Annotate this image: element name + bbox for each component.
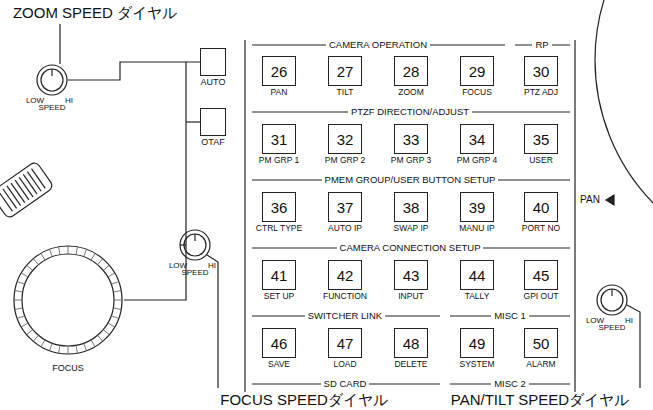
button-number: 47: [337, 336, 354, 351]
numbered-button: 36CTRL TYPE: [262, 192, 296, 222]
button-label: SYSTEM: [460, 360, 495, 369]
button-label: ZOOM: [398, 88, 424, 97]
numbered-button: 29FOCUS: [460, 56, 494, 86]
numbered-button: 45GPI OUT: [524, 260, 558, 290]
dial-label: PAN: [580, 195, 600, 205]
numbered-button: 49SYSTEM: [460, 328, 494, 358]
numbered-button: 43INPUT: [394, 260, 428, 290]
button-number: 33: [403, 132, 420, 147]
numbered-button: 44TALLY: [460, 260, 494, 290]
button-label: GPI OUT: [524, 292, 559, 301]
button-number: 32: [337, 132, 354, 147]
button-number: 44: [469, 268, 486, 283]
button-number: 26: [271, 64, 288, 79]
button-label: OTAF: [201, 138, 224, 147]
button-number: 48: [403, 336, 420, 351]
button-number: 50: [533, 336, 550, 351]
wheel-label: FOCUS: [52, 364, 84, 373]
knob-label: SPEED: [181, 269, 208, 277]
knob-scale: HI: [625, 317, 633, 325]
button-label: MANU IP: [459, 224, 494, 233]
button-label: PM GRP 1: [259, 156, 299, 165]
knob-label: SPEED: [38, 104, 65, 112]
button-number: 35: [533, 132, 550, 147]
button-label: TALLY: [465, 292, 490, 301]
numbered-button: 30PTZ ADJ: [524, 56, 558, 86]
button-number: 39: [469, 200, 486, 215]
focus-button: OTAF: [200, 108, 226, 136]
group-label: CAMERA CONNECTION SETUP: [337, 243, 484, 253]
numbered-button: 34PM GRP 4: [460, 124, 494, 154]
numbered-button: 38SWAP IP: [394, 192, 428, 222]
button-number: 28: [403, 64, 420, 79]
button-label: PM GRP 3: [391, 156, 431, 165]
callout-text: FOCUS SPEEDダイヤル: [220, 392, 388, 407]
numbered-button: 32PM GRP 2: [328, 124, 362, 154]
callout-text: PAN/TILT SPEEDダイヤル: [451, 392, 629, 407]
group-label: PMEM GROUP/USER BUTTON SETUP: [322, 175, 499, 185]
button-number: 49: [469, 336, 486, 351]
button-number: 46: [271, 336, 288, 351]
button-label: PTZ ADJ: [524, 88, 558, 97]
button-number: 37: [337, 200, 354, 215]
numbered-button: 26PAN: [262, 56, 296, 86]
button-number: 41: [271, 268, 288, 283]
button-label: SWAP IP: [394, 224, 429, 233]
button-number: 34: [469, 132, 486, 147]
button-number: 31: [271, 132, 288, 147]
button-label: CTRL TYPE: [256, 224, 302, 233]
button-number: 45: [533, 268, 550, 283]
button-label: AUTO IP: [328, 224, 362, 233]
numbered-button: 27TILT: [328, 56, 362, 86]
group-label: MISC 1: [491, 311, 529, 321]
numbered-button: 48DELETE: [394, 328, 428, 358]
knob-scale: HI: [65, 97, 73, 105]
button-label: INPUT: [398, 292, 424, 301]
numbered-button: 41SET UP: [262, 260, 296, 290]
button-number: 27: [337, 64, 354, 79]
numbered-button: 35USER: [524, 124, 558, 154]
button-label: DELETE: [394, 360, 427, 369]
button-label: PM GRP 2: [325, 156, 365, 165]
numbered-button: 50ALARM: [524, 328, 558, 358]
button-label: PORT NO: [522, 224, 560, 233]
button-number: 29: [469, 64, 486, 79]
numbered-button: 39MANU IP: [460, 192, 494, 222]
button-number: 43: [403, 268, 420, 283]
button-label: TILT: [337, 88, 354, 97]
numbered-button: 42FUNCTION: [328, 260, 362, 290]
button-label: FUNCTION: [323, 292, 367, 301]
button-label: USER: [529, 156, 553, 165]
numbered-button: 31PM GRP 1: [262, 124, 296, 154]
knob-label: SPEED: [598, 324, 625, 332]
button-number: 40: [533, 200, 550, 215]
numbered-button: 37AUTO IP: [328, 192, 362, 222]
group-label: PTZF DIRECTION/ADJUST: [348, 107, 472, 117]
group-label: RP: [532, 40, 551, 50]
group-label: MISC 2: [491, 379, 529, 389]
button-number: 30: [533, 64, 550, 79]
group-label: SD CARD: [321, 379, 370, 389]
button-number: 36: [271, 200, 288, 215]
button-label: LOAD: [333, 360, 356, 369]
callout-text: ZOOM SPEED ダイヤル: [13, 5, 177, 20]
numbered-button: 28ZOOM: [394, 56, 428, 86]
focus-button: AUTO: [200, 48, 226, 76]
numbered-button: 33PM GRP 3: [394, 124, 428, 154]
button-number: 42: [337, 268, 354, 283]
button-number: 38: [403, 200, 420, 215]
button-label: SAVE: [268, 360, 290, 369]
group-label: SWITCHER LINK: [305, 311, 385, 321]
numbered-button: 46SAVE: [262, 328, 296, 358]
knob-scale: HI: [208, 262, 216, 270]
button-label: SET UP: [264, 292, 295, 301]
button-label: FOCUS: [462, 88, 492, 97]
button-label: AUTO: [201, 78, 226, 87]
button-label: PAN: [271, 88, 288, 97]
numbered-button: 47LOAD: [328, 328, 362, 358]
button-label: PM GRP 4: [457, 156, 497, 165]
group-label: CAMERA OPERATION: [326, 40, 430, 50]
button-label: ALARM: [526, 360, 555, 369]
numbered-button: 40PORT NO: [524, 192, 558, 222]
